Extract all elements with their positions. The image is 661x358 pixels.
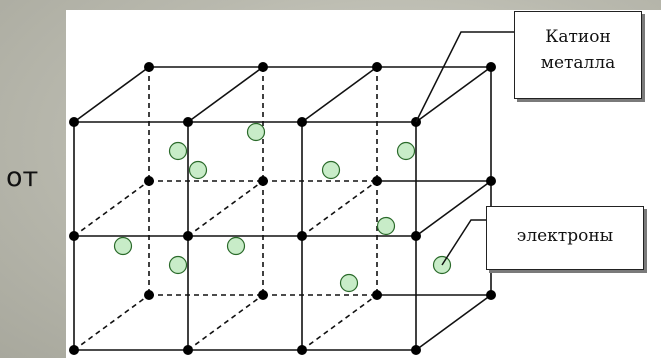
cation-atom — [486, 62, 496, 72]
cation-atom — [69, 117, 79, 127]
depth-edge — [73, 180, 150, 237]
cation-atom — [183, 117, 193, 127]
depth-edge — [301, 294, 378, 351]
cation-atom — [486, 176, 496, 186]
electrons-label: электроны — [516, 226, 614, 246]
electron — [113, 236, 133, 256]
depth-edge — [187, 66, 264, 123]
cation-atom — [144, 62, 154, 72]
depth-edge — [73, 66, 150, 123]
cation-atom — [372, 176, 382, 186]
electron — [168, 255, 188, 275]
cation-atom — [372, 62, 382, 72]
electrons-callout: электроны — [486, 206, 644, 270]
electron — [321, 160, 341, 180]
cation-leader-line — [415, 31, 514, 123]
cation-atom — [144, 290, 154, 300]
electron — [168, 141, 188, 161]
electron — [396, 141, 416, 161]
depth-edge — [301, 180, 378, 237]
cation-atom — [69, 231, 79, 241]
cation-atom — [372, 290, 382, 300]
cation-atom — [297, 117, 307, 127]
cation-atom — [144, 176, 154, 186]
depth-edge — [415, 294, 492, 351]
cation-atom — [258, 290, 268, 300]
cation-atom — [69, 345, 79, 355]
cation-atom — [258, 62, 268, 72]
electron — [188, 160, 208, 180]
electron — [339, 273, 359, 293]
cation-atom — [411, 231, 421, 241]
metal-lattice-diagram: Катион металла электроны — [66, 10, 661, 358]
cation-atom — [297, 345, 307, 355]
electron — [226, 236, 246, 256]
depth-edge — [187, 294, 264, 351]
cation-atom — [486, 290, 496, 300]
cation-atom — [183, 231, 193, 241]
depth-edge — [301, 66, 378, 123]
depth-edge — [187, 180, 264, 237]
cation-atom — [297, 231, 307, 241]
cation-atom — [258, 176, 268, 186]
depth-edge — [415, 66, 492, 123]
cation-atom — [411, 345, 421, 355]
depth-edge — [415, 180, 492, 237]
electron-leader-line — [441, 219, 486, 266]
cation-callout: Катион металла — [514, 11, 642, 99]
cation-label-line2: металла — [540, 53, 616, 73]
cation-atom — [183, 345, 193, 355]
electron — [246, 122, 266, 142]
depth-edge — [73, 294, 150, 351]
slide-text-fragment: от — [6, 162, 39, 193]
electron — [376, 216, 396, 236]
lattice-drawing — [69, 31, 514, 355]
cation-label-line1: Катион — [545, 27, 611, 47]
